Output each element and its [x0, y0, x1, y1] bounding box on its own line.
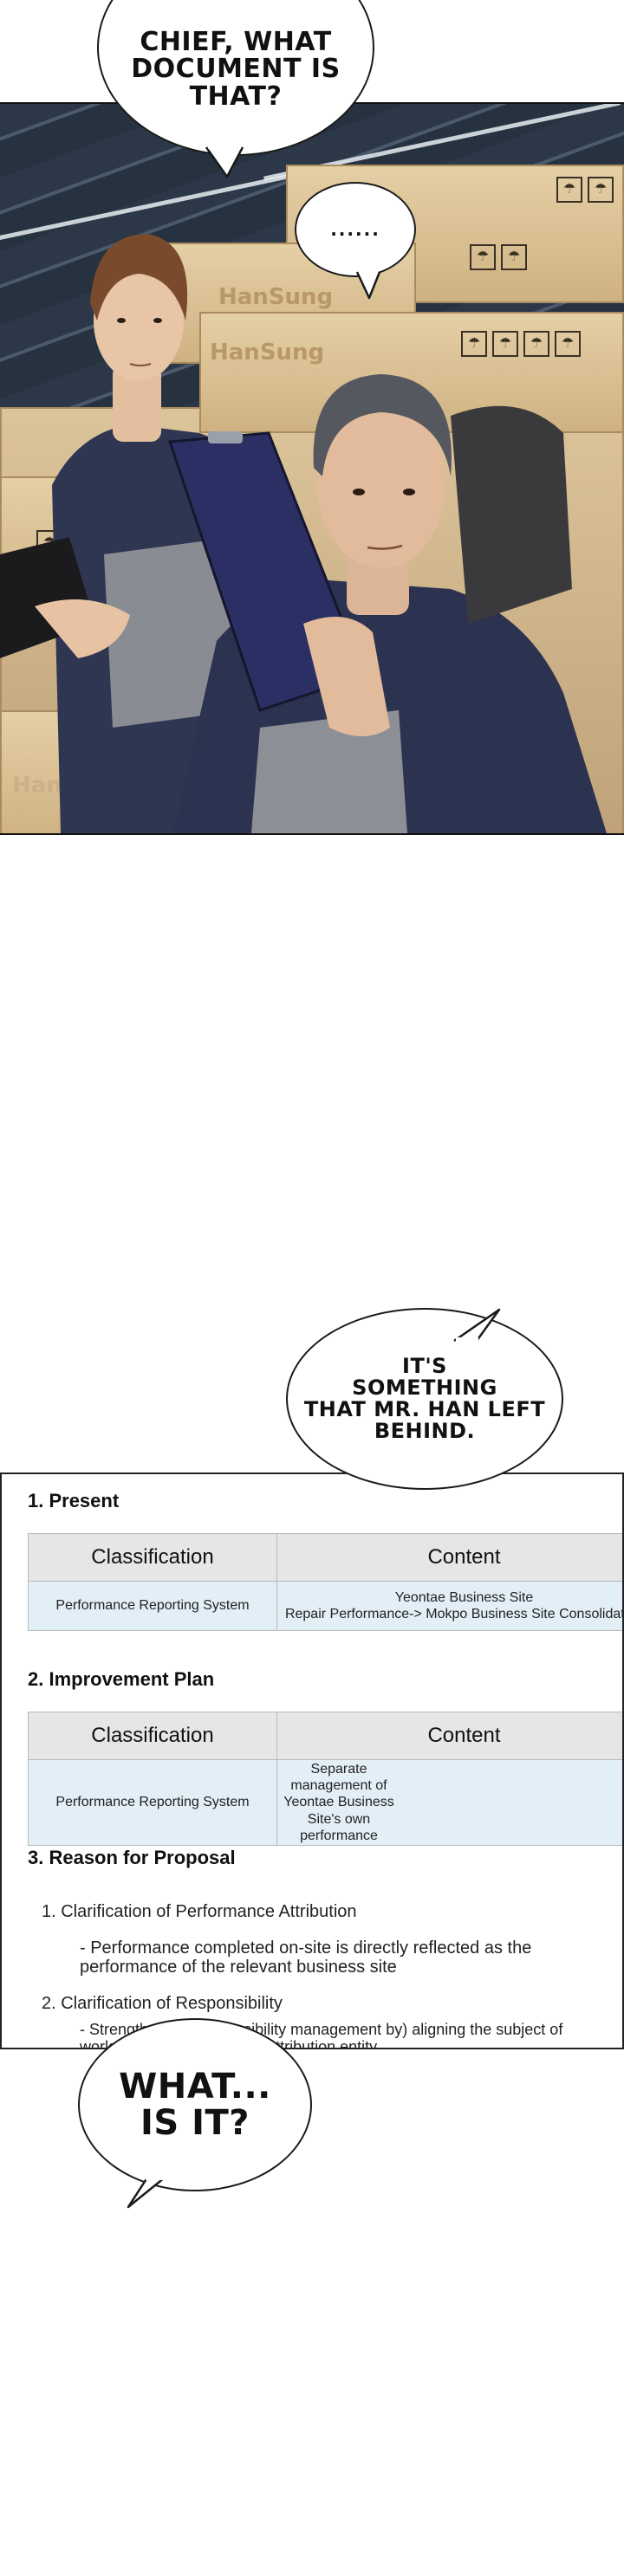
section-present-heading: 1. Present [28, 1490, 120, 1511]
balloon-top-tail [205, 146, 244, 178]
workers-illustration [0, 234, 607, 833]
reason-1-title: 1. Clarification of Performance Attribut… [42, 1902, 357, 1921]
balloon-middle-tail [453, 1308, 501, 1343]
reason-1-detail: - Performance completed on-site is direc… [80, 1938, 532, 1977]
present-classification-cell: Performance Reporting System [28, 1581, 277, 1631]
improvement-table: Classification Content Performance Repor… [28, 1712, 622, 1846]
header-classification: Classification [28, 1712, 277, 1760]
table-header-row: Classification Content [28, 1712, 622, 1760]
box-brand-label: HanSung [210, 340, 325, 366]
balloon-ellipsis-tail [355, 270, 381, 300]
reason-2-title: 2. Clarification of Responsibility [42, 1994, 283, 2013]
umbrella-icon: ☂ [588, 177, 614, 203]
balloon-bottom-text: WHAT... IS IT? [119, 2067, 271, 2143]
present-table: Classification Content Performance Repor… [28, 1533, 622, 1631]
document-panel: 1. Present Classification Content Perfor… [0, 1472, 624, 2049]
section-improvement-heading: 2. Improvement Plan [28, 1668, 215, 1690]
umbrella-icon: ☂ [556, 177, 582, 203]
umbrella-icon: ☂ [492, 331, 518, 357]
umbrella-icon: ☂ [461, 331, 487, 357]
box-brand-label: HanSung [218, 284, 334, 310]
improvement-classification-cell: Performance Reporting System [28, 1759, 277, 1846]
header-content: Content [276, 1533, 622, 1582]
header-classification: Classification [28, 1533, 277, 1582]
balloon-top-text: CHIEF, WHAT DOCUMENT IS THAT? [131, 26, 341, 112]
table-header-row: Classification Content [28, 1533, 622, 1582]
umbrella-icon: ☂ [555, 331, 581, 357]
balloon-bottom-tail [127, 2176, 166, 2209]
umbrella-icon: ☂ [470, 244, 496, 270]
present-content-cell: Yeontae Business Site Repair Performance… [276, 1581, 622, 1631]
table-row: Performance Reporting System Yeontae Bus… [28, 1581, 622, 1631]
speech-balloon-bottom: WHAT... IS IT? [78, 2018, 312, 2191]
warehouse-panel: ☂ ☂ ☂ ☂ HanSung HanSung ☂ ☂ ☂ ☂ ☂ ☂ HanS… [0, 102, 624, 835]
header-content: Content [276, 1712, 622, 1760]
table-row: Performance Reporting System Separate ma… [28, 1759, 622, 1846]
speech-balloon-ellipsis: ...... [295, 182, 416, 277]
umbrella-icon: ☂ [501, 244, 527, 270]
balloon-ellipsis-text: ...... [330, 218, 380, 240]
balloon-middle-text: IT'S SOMETHING THAT MR. HAN LEFT BEHIND. [303, 1353, 546, 1444]
section-reason-heading: 3. Reason for Proposal [28, 1847, 236, 1868]
speech-balloon-middle: IT'S SOMETHING THAT MR. HAN LEFT BEHIND. [286, 1308, 563, 1490]
umbrella-icon: ☂ [523, 331, 549, 357]
improvement-content-cell: Separate management of Yeontae Business … [276, 1759, 622, 1846]
cardboard-box: HanSung ☂ ☂ ☂ ☂ [199, 312, 624, 433]
